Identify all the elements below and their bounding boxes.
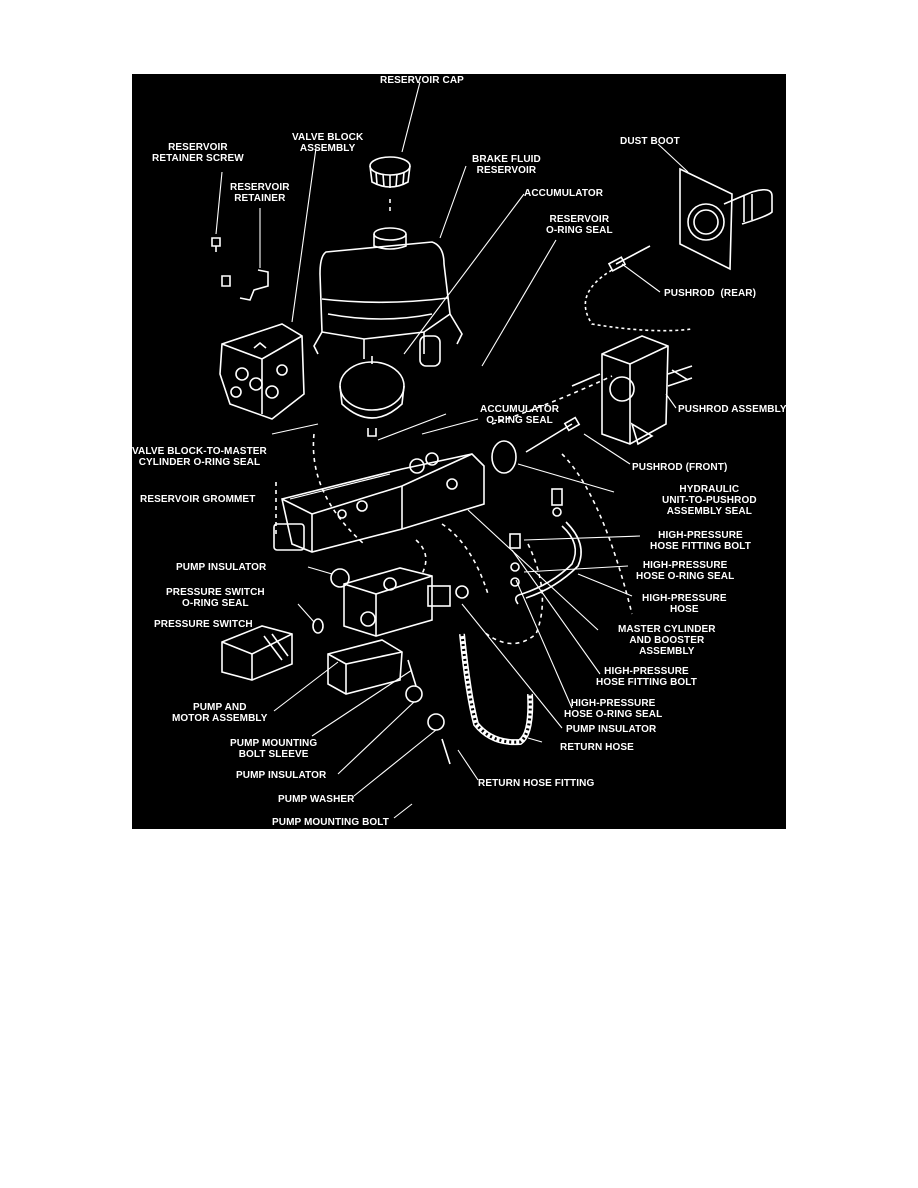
pump-washer-part bbox=[427, 713, 445, 731]
brake-fluid-reservoir-part bbox=[313, 227, 463, 367]
pump-motor-part bbox=[343, 567, 469, 637]
label-pump-insulator-1: PUMP INSULATOR bbox=[176, 562, 267, 573]
diagram-artwork bbox=[211, 81, 773, 819]
label-brake-fluid-reservoir: BRAKE FLUID RESERVOIR bbox=[472, 154, 541, 176]
label-reservoir-grommet: RESERVOIR GROMMET bbox=[140, 494, 256, 505]
label-pump-and-motor-assembly: PUMP AND MOTOR ASSEMBLY bbox=[172, 702, 268, 724]
label-pushrod-rear: PUSHROD (REAR) bbox=[664, 288, 757, 299]
pushrod-rear-part bbox=[607, 245, 651, 272]
reservoir-retainer-part bbox=[211, 237, 269, 301]
hp-hose-fitting-bolt-part bbox=[509, 533, 521, 549]
label-hp-hose-o-ring-seal-2: HIGH-PRESSURE HOSE O-RING SEAL bbox=[564, 698, 663, 720]
label-hydraulic-unit-seal: HYDRAULIC UNIT-TO-PUSHROD ASSEMBLY SEAL bbox=[662, 484, 757, 517]
label-pump-washer: PUMP WASHER bbox=[278, 794, 355, 805]
label-hp-hose-fitting-bolt-1: HIGH-PRESSURE HOSE FITTING BOLT bbox=[650, 530, 751, 552]
label-hp-hose: HIGH-PRESSURE HOSE bbox=[642, 593, 727, 615]
label-accumulator: ACCUMULATOR bbox=[524, 188, 604, 199]
label-pump-insulator-3: PUMP INSULATOR bbox=[236, 770, 327, 781]
return-hose-part bbox=[459, 633, 534, 746]
pump-mounting-bolt-part bbox=[441, 738, 451, 765]
label-valve-block-assembly: VALVE BLOCK ASSEMBLY bbox=[292, 132, 364, 154]
label-dust-boot: DUST BOOT bbox=[620, 136, 680, 147]
label-accumulator-o-ring-seal: ACCUMULATOR O-RING SEAL bbox=[480, 404, 560, 426]
hydraulic-unit-seal-part bbox=[491, 440, 517, 474]
reservoir-cap-part bbox=[369, 156, 411, 188]
label-pump-mounting-bolt: PUMP MOUNTING BOLT bbox=[272, 817, 389, 828]
master-cylinder-part bbox=[273, 452, 485, 553]
label-reservoir-cap: RESERVOIR CAP bbox=[380, 75, 464, 86]
label-pressure-switch: PRESSURE SWITCH bbox=[154, 619, 253, 630]
pushrod-assembly-part bbox=[571, 335, 693, 446]
label-reservoir-retainer-screw: RESERVOIR RETAINER SCREW bbox=[152, 142, 244, 164]
label-reservoir-retainer: RESERVOIR RETAINER bbox=[230, 182, 290, 204]
label-hp-hose-o-ring-seal-1: HIGH-PRESSURE HOSE O-RING SEAL bbox=[636, 560, 735, 582]
accumulator-part bbox=[339, 356, 405, 437]
label-pushrod-front: PUSHROD (FRONT) bbox=[632, 462, 728, 473]
label-reservoir-o-ring-seal: RESERVOIR O-RING SEAL bbox=[546, 214, 613, 236]
dust-boot-part bbox=[679, 167, 773, 271]
label-pump-insulator-2: PUMP INSULATOR bbox=[566, 724, 657, 735]
pushrod-front-part bbox=[525, 416, 581, 453]
label-master-cylinder-booster: MASTER CYLINDER AND BOOSTER ASSEMBLY bbox=[618, 624, 716, 657]
label-pump-mounting-bolt-sleeve: PUMP MOUNTING BOLT SLEEVE bbox=[230, 738, 318, 760]
label-pressure-switch-o-ring-seal: PRESSURE SWITCH O-RING SEAL bbox=[166, 587, 265, 609]
label-hp-hose-fitting-bolt-2: HIGH-PRESSURE HOSE FITTING BOLT bbox=[596, 666, 697, 688]
label-return-hose-fitting: RETURN HOSE FITTING bbox=[478, 778, 595, 789]
valve-block-part bbox=[219, 323, 305, 420]
high-pressure-hose-part bbox=[514, 488, 582, 605]
label-valve-block-to-master-seal: VALVE BLOCK-TO-MASTER CYLINDER O-RING SE… bbox=[132, 446, 267, 468]
exploded-view-diagram: RESERVOIR CAP RESERVOIR RETAINER SCREW V… bbox=[132, 74, 786, 829]
label-pushrod-assembly: PUSHROD ASSEMBLY bbox=[678, 404, 786, 415]
motor-assembly-part bbox=[327, 639, 417, 695]
label-return-hose: RETURN HOSE bbox=[560, 742, 634, 753]
pressure-switch-part bbox=[221, 618, 324, 681]
